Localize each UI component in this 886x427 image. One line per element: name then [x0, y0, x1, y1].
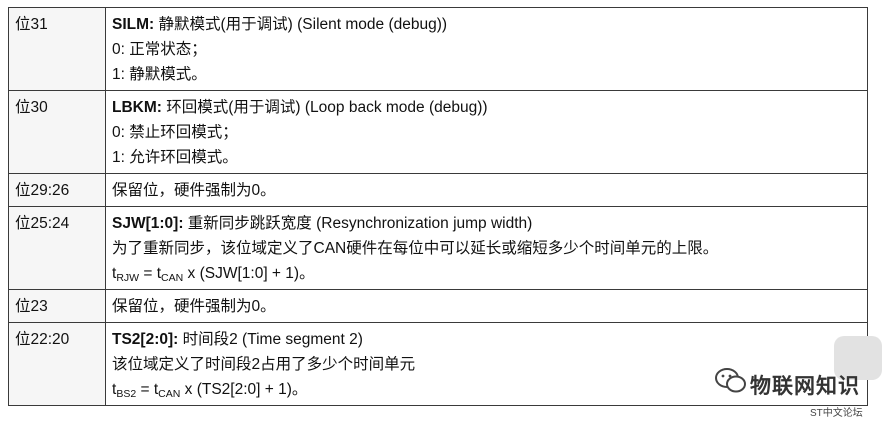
field-title: 时间段2 (Time segment 2): [178, 331, 363, 348]
field-heading: LBKM: 环回模式(用于调试) (Loop back mode (debug)…: [112, 95, 861, 120]
description-line: 为了重新同步，该位域定义了CAN硬件在每位中可以延长或缩短多少个时间单元的上限。: [112, 240, 719, 257]
bit-description: SILM: 静默模式(用于调试) (Silent mode (debug)) 0…: [105, 7, 868, 91]
field-heading: SJW[1:0]: 重新同步跳跃宽度 (Resynchronization ju…: [112, 211, 861, 236]
formula-line: tBS2 = tCAN x (TS2[2:0] + 1)。: [112, 381, 308, 400]
description-line: 0: 正常状态；: [112, 41, 207, 58]
table-row: 位30 LBKM: 环回模式(用于调试) (Loop back mode (de…: [8, 90, 868, 174]
table-row: 位23 保留位，硬件强制为0。: [8, 289, 868, 323]
table-row: 位31 SILM: 静默模式(用于调试) (Silent mode (debug…: [8, 7, 868, 91]
description-line: 保留位，硬件强制为0。: [112, 298, 276, 315]
table-row: 位25:24 SJW[1:0]: 重新同步跳跃宽度 (Resynchroniza…: [8, 206, 868, 290]
bit-position: 位30: [8, 90, 106, 174]
bit-description: TS2[2:0]: 时间段2 (Time segment 2) 该位域定义了时间…: [105, 322, 868, 406]
description-line: 1: 允许环回模式。: [112, 149, 238, 166]
field-title: 重新同步跳跃宽度 (Resynchronization jump width): [183, 215, 533, 232]
table-row: 位22:20 TS2[2:0]: 时间段2 (Time segment 2) 该…: [8, 322, 868, 406]
description-line: 1: 静默模式。: [112, 66, 207, 83]
bit-description: LBKM: 环回模式(用于调试) (Loop back mode (debug)…: [105, 90, 868, 174]
field-heading: SILM: 静默模式(用于调试) (Silent mode (debug)): [112, 12, 861, 37]
bit-position: 位23: [8, 289, 106, 323]
description-line: 保留位，硬件强制为0。: [112, 182, 276, 199]
formula-line: tRJW = tCAN x (SJW[1:0] + 1)。: [112, 265, 315, 284]
watermark-subtitle: ST中文论坛: [810, 408, 863, 419]
bit-position: 位25:24: [8, 206, 106, 290]
field-heading: TS2[2:0]: 时间段2 (Time segment 2): [112, 327, 861, 352]
bit-description: 保留位，硬件强制为0。: [105, 173, 868, 207]
table-row: 位29:26 保留位，硬件强制为0。: [8, 173, 868, 207]
field-name: SJW[1:0]:: [112, 215, 184, 232]
register-bit-table: 位31 SILM: 静默模式(用于调试) (Silent mode (debug…: [8, 7, 868, 406]
field-name: LBKM:: [112, 99, 162, 116]
bit-position: 位29:26: [8, 173, 106, 207]
description-line: 该位域定义了时间段2占用了多少个时间单元: [112, 356, 416, 373]
bit-position: 位22:20: [8, 322, 106, 406]
field-name: TS2[2:0]:: [112, 331, 179, 348]
bit-position: 位31: [8, 7, 106, 91]
field-title: 静默模式(用于调试) (Silent mode (debug)): [154, 16, 448, 33]
field-title: 环回模式(用于调试) (Loop back mode (debug)): [161, 99, 488, 116]
bit-description: SJW[1:0]: 重新同步跳跃宽度 (Resynchronization ju…: [105, 206, 868, 290]
bit-description: 保留位，硬件强制为0。: [105, 289, 868, 323]
description-line: 0: 禁止环回模式；: [112, 124, 238, 141]
field-name: SILM:: [112, 16, 155, 33]
